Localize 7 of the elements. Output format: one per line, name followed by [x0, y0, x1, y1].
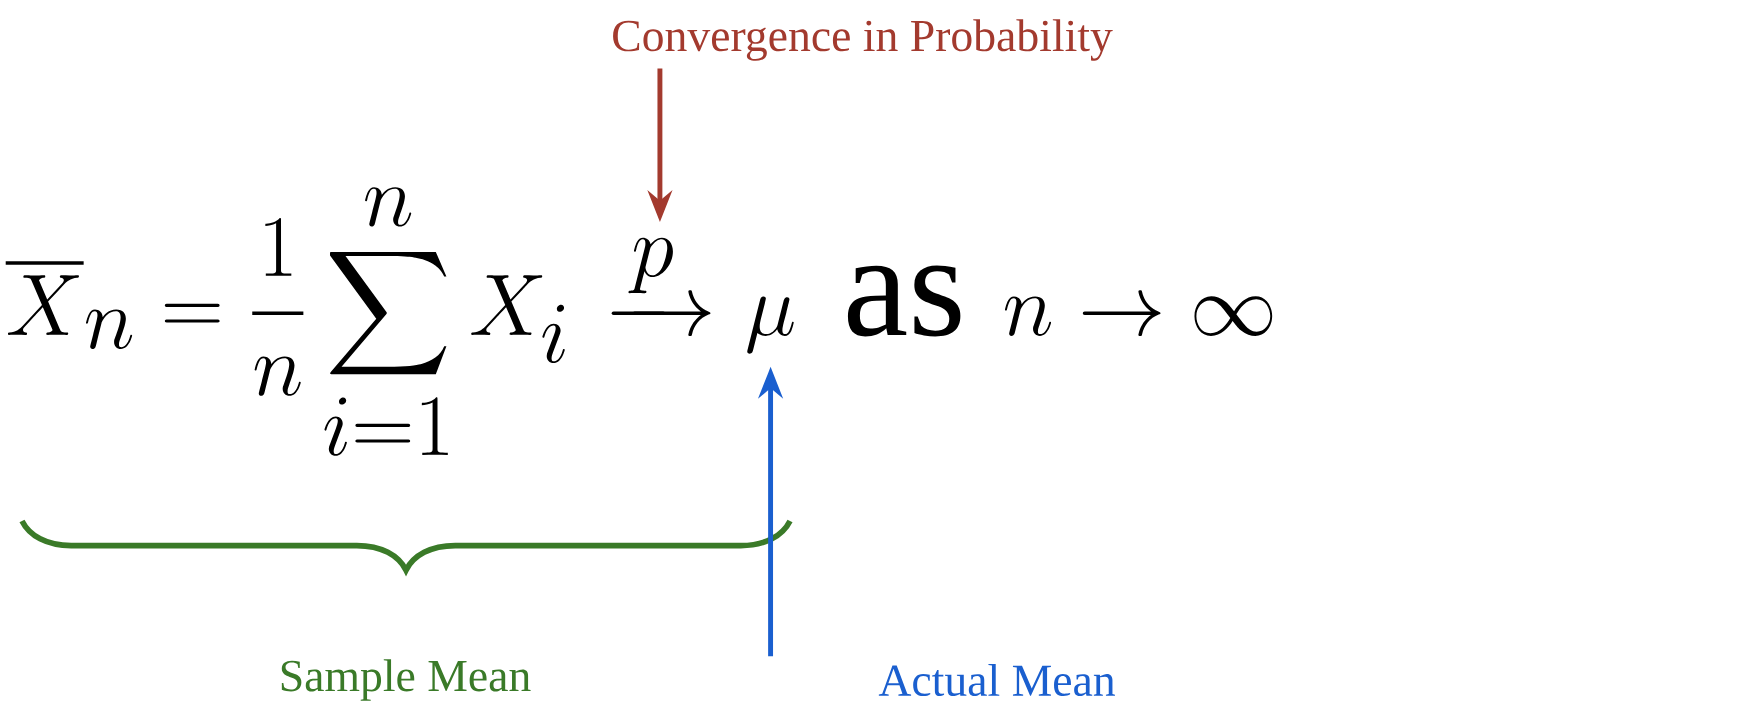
formula: $\mu$: [747, 296, 794, 354]
formula: $\xrightarrow{p}$: [611, 237, 711, 336]
annotation-text: Actual Mean: [878, 663, 1115, 697]
formula: $\mathrm{as}\ n \to \infty$: [847, 265, 1273, 337]
caption-text: Sample Mean: [281, 659, 531, 701]
annotation-text: Convergence in Probability: [613, 19, 1113, 61]
formula: $\overline{X}_n = \frac{1}{n}\sum_{i=1}^{n} X_i$: [5, 187, 565, 456]
